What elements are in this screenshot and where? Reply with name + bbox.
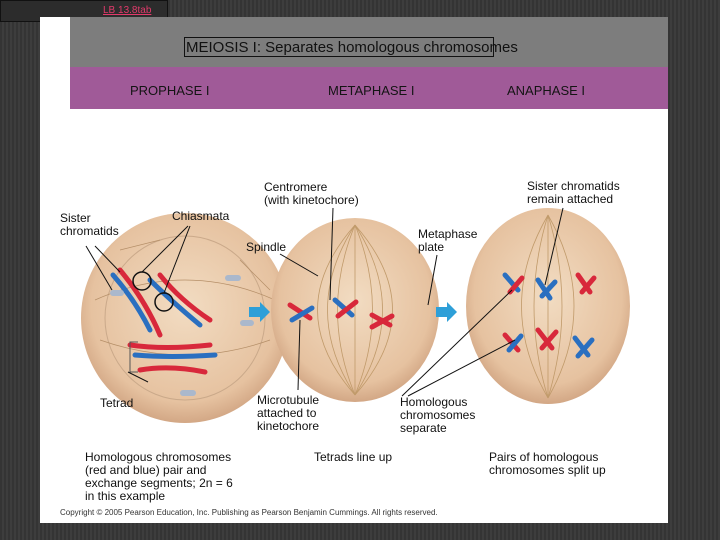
label-spindle: Spindle bbox=[246, 240, 287, 254]
label-sister-chromatids: Sister chromatids bbox=[60, 211, 119, 238]
label-centromere: Centromere (with kinetochore) bbox=[264, 180, 359, 207]
nav-link[interactable]: LB 13.8tab bbox=[103, 5, 152, 16]
title-header bbox=[70, 17, 668, 67]
metaphase-cell bbox=[271, 218, 439, 402]
phase-arrows bbox=[249, 302, 457, 322]
label-tetrad: Tetrad bbox=[100, 396, 134, 410]
phase-bar bbox=[70, 67, 668, 109]
phase-metaphase: METAPHASE I bbox=[328, 83, 415, 98]
anaphase-cell bbox=[466, 208, 630, 404]
caption-metaphase: Tetrads line up bbox=[314, 450, 393, 464]
slide-title: MEIOSIS I: Separates homologous chromoso… bbox=[186, 39, 518, 56]
phase-anaphase: ANAPHASE I bbox=[507, 83, 586, 98]
caption-anaphase: Pairs of homologous chromosomes split up bbox=[489, 450, 606, 477]
label-sister-attached: Sister chromatids remain attached bbox=[527, 179, 620, 206]
phase-prophase: PROPHASE I bbox=[130, 83, 210, 98]
label-homologous-separate: Homologous chromosomes separate bbox=[400, 395, 476, 435]
leader-lines bbox=[85, 207, 564, 397]
copyright-notice: Copyright © 2005 Pearson Education, Inc.… bbox=[60, 508, 438, 517]
label-chiasmata: Chiasmata bbox=[172, 209, 230, 223]
label-microtubule: Microtubule attached to kinetochore bbox=[257, 393, 320, 433]
label-metaphase-plate: Metaphase plate bbox=[418, 227, 478, 254]
caption-prophase: Homologous chromosomes (red and blue) pa… bbox=[85, 450, 233, 503]
title-outline bbox=[184, 37, 494, 57]
prophase-cell bbox=[81, 213, 289, 423]
